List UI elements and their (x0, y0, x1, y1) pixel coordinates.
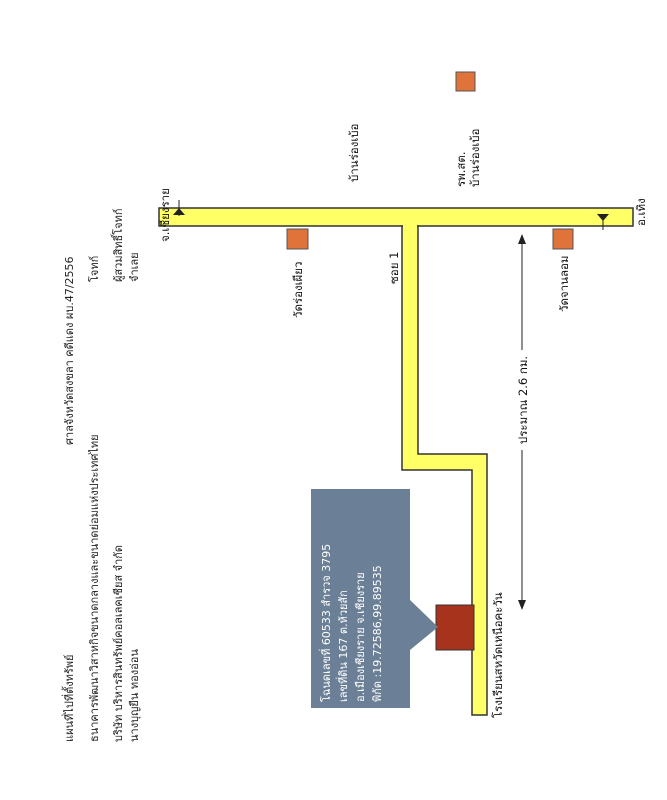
header-court: ศาลจังหวัดสงขลา คดีแดง ผบ.47/2556 (63, 256, 76, 445)
info-line-1: โฉนดเลขที่ 60533 สำรวจ 3795 (318, 544, 333, 702)
to-thoeng-label: อ.เทิง (634, 198, 648, 226)
hospital-label-line1: รพ.สต. (454, 151, 468, 187)
header-line-2: ธนาคารพัฒนาวิสาหกิจขนาดกลางและขนาดย่อมแห… (88, 434, 101, 742)
distance-arrow-top (518, 234, 526, 244)
header-line-4: นางบุญยืน ทองอ่อน (128, 649, 141, 742)
header-role-assignee: ผู้สวมสิทธิ์โจทก์ (110, 208, 125, 282)
header-role-plaintiff: โจทก์ (87, 256, 101, 282)
header-role-defendant: จำเลย (128, 252, 141, 282)
info-line-2: เลขที่ดิน 167 ต.ห้วยสัก (335, 590, 350, 702)
soi-road (401, 225, 488, 716)
wat-chan-lom-label: วัดจานลอม (557, 255, 571, 312)
property-info-callout: โฉนดเลขที่ 60533 สำรวจ 3795 เลขที่ดิน 16… (311, 489, 438, 708)
info-line-3: อ.เมืองเชียงราย จ.เชียงราย (354, 572, 367, 702)
soi-label: ซอย 1 (387, 252, 401, 284)
school-label: โรงเรียนสหวัดเหนือคะวัน (491, 592, 505, 718)
header-line-3: บริษัท บริหารสินทรัพย์คอลเลคเชียส จำกัด (112, 545, 125, 742)
document-header: แผนที่ไปที่ตั้งทรัพย์ ธนาคารพัฒนาวิสาหกิ… (61, 208, 141, 742)
info-line-4: พิกัด :19.72586,99.89535 (371, 565, 384, 702)
wat-rong-khiao-marker (286, 228, 309, 250)
callout-pointer (410, 600, 438, 650)
map-labels: จ.เชียงราย อ.เทิง บ้านร่องเบ้อ ซอย 1 โรง… (158, 124, 648, 718)
landmarks: รพ.สต. บ้านร่องเบ้อ วัดร่องเผียว วัดจานล… (286, 71, 574, 651)
callout-box (311, 489, 410, 708)
wat-rong-khiao-label: วัดร่องเผียว (291, 262, 305, 319)
hospital-marker (455, 71, 476, 92)
to-chiang-rai-label: จ.เชียงราย (158, 188, 172, 242)
distance-arrow-bottom (518, 600, 526, 610)
wat-chan-lom-marker (552, 228, 574, 250)
roads (158, 207, 634, 716)
arrow-to-chiang-rai-head (173, 208, 185, 215)
header-line-1: แผนที่ไปที่ตั้งทรัพย์ (61, 655, 76, 742)
arrow-to-thoeng-head (597, 214, 609, 221)
distance-marker: ประมาณ 2.6 กม. (512, 234, 532, 610)
village-label: บ้านร่องเบ้อ (347, 124, 361, 182)
distance-label: ประมาณ 2.6 กม. (516, 356, 530, 444)
hospital-label-line2: บ้านร่องเบ้อ (468, 129, 482, 187)
direction-arrows (173, 200, 609, 230)
property-marker (435, 604, 475, 651)
main-road (158, 207, 634, 227)
